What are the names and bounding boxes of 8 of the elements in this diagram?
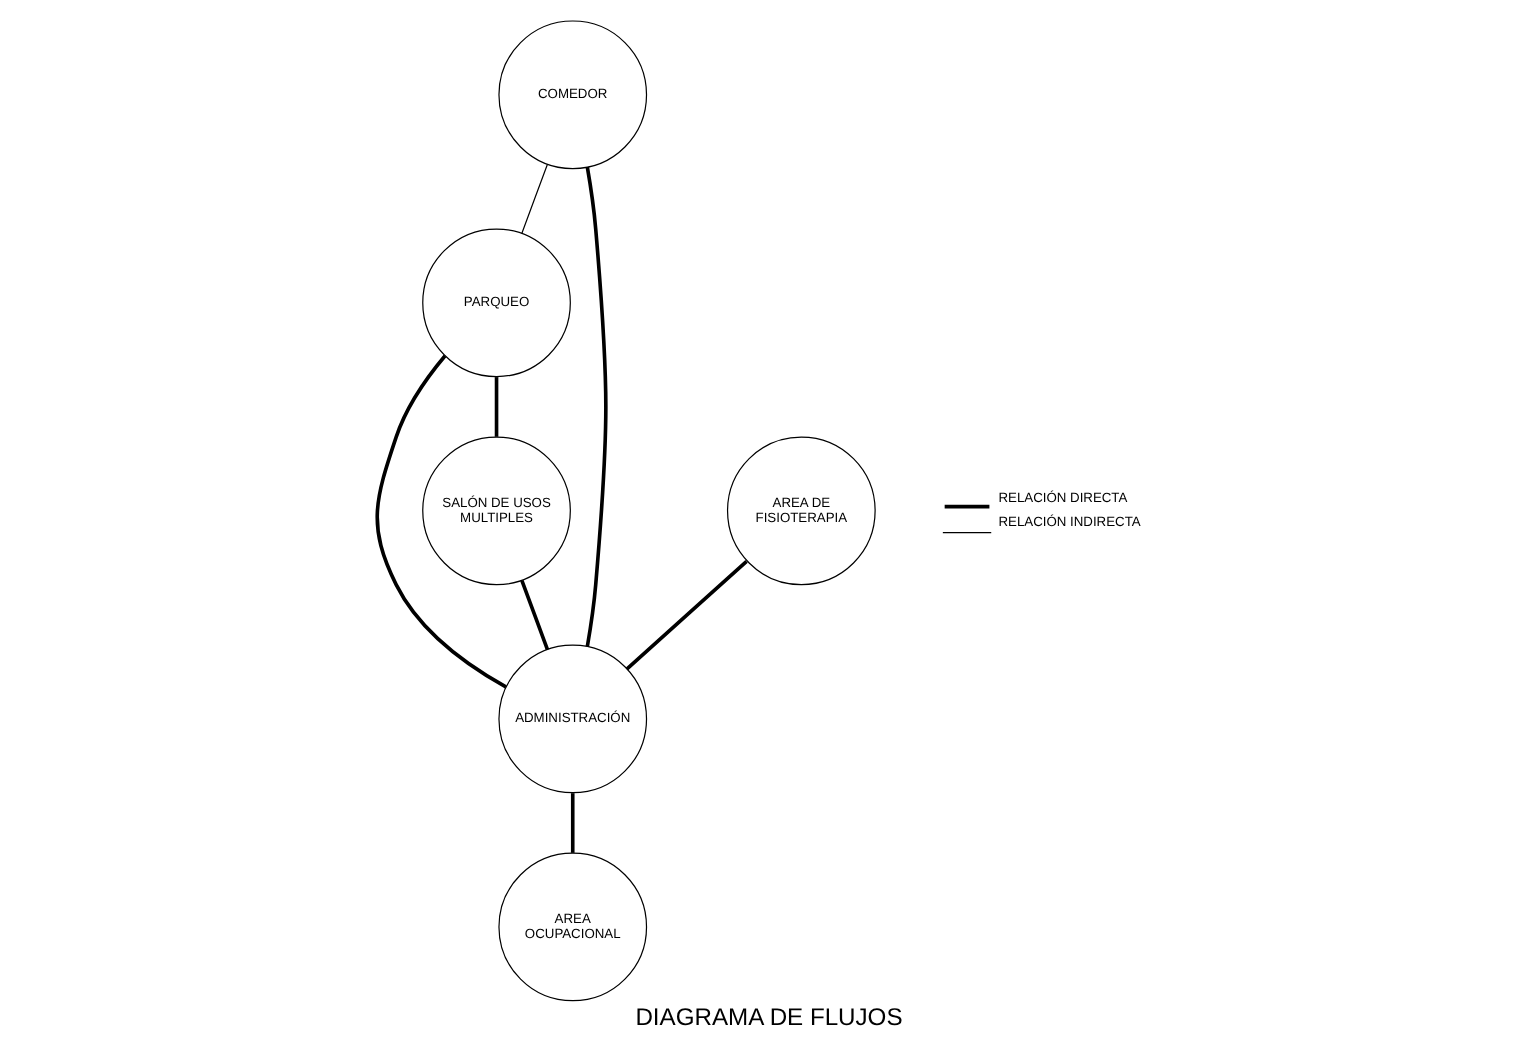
connector	[375, 354, 507, 689]
caption: DIAGRAMA DE FLUJOS	[635, 1002, 903, 1031]
connector	[585, 166, 608, 647]
connector	[520, 579, 550, 651]
connector	[494, 377, 499, 437]
connector	[521, 163, 548, 235]
connector	[625, 559, 748, 671]
connector	[570, 793, 575, 853]
